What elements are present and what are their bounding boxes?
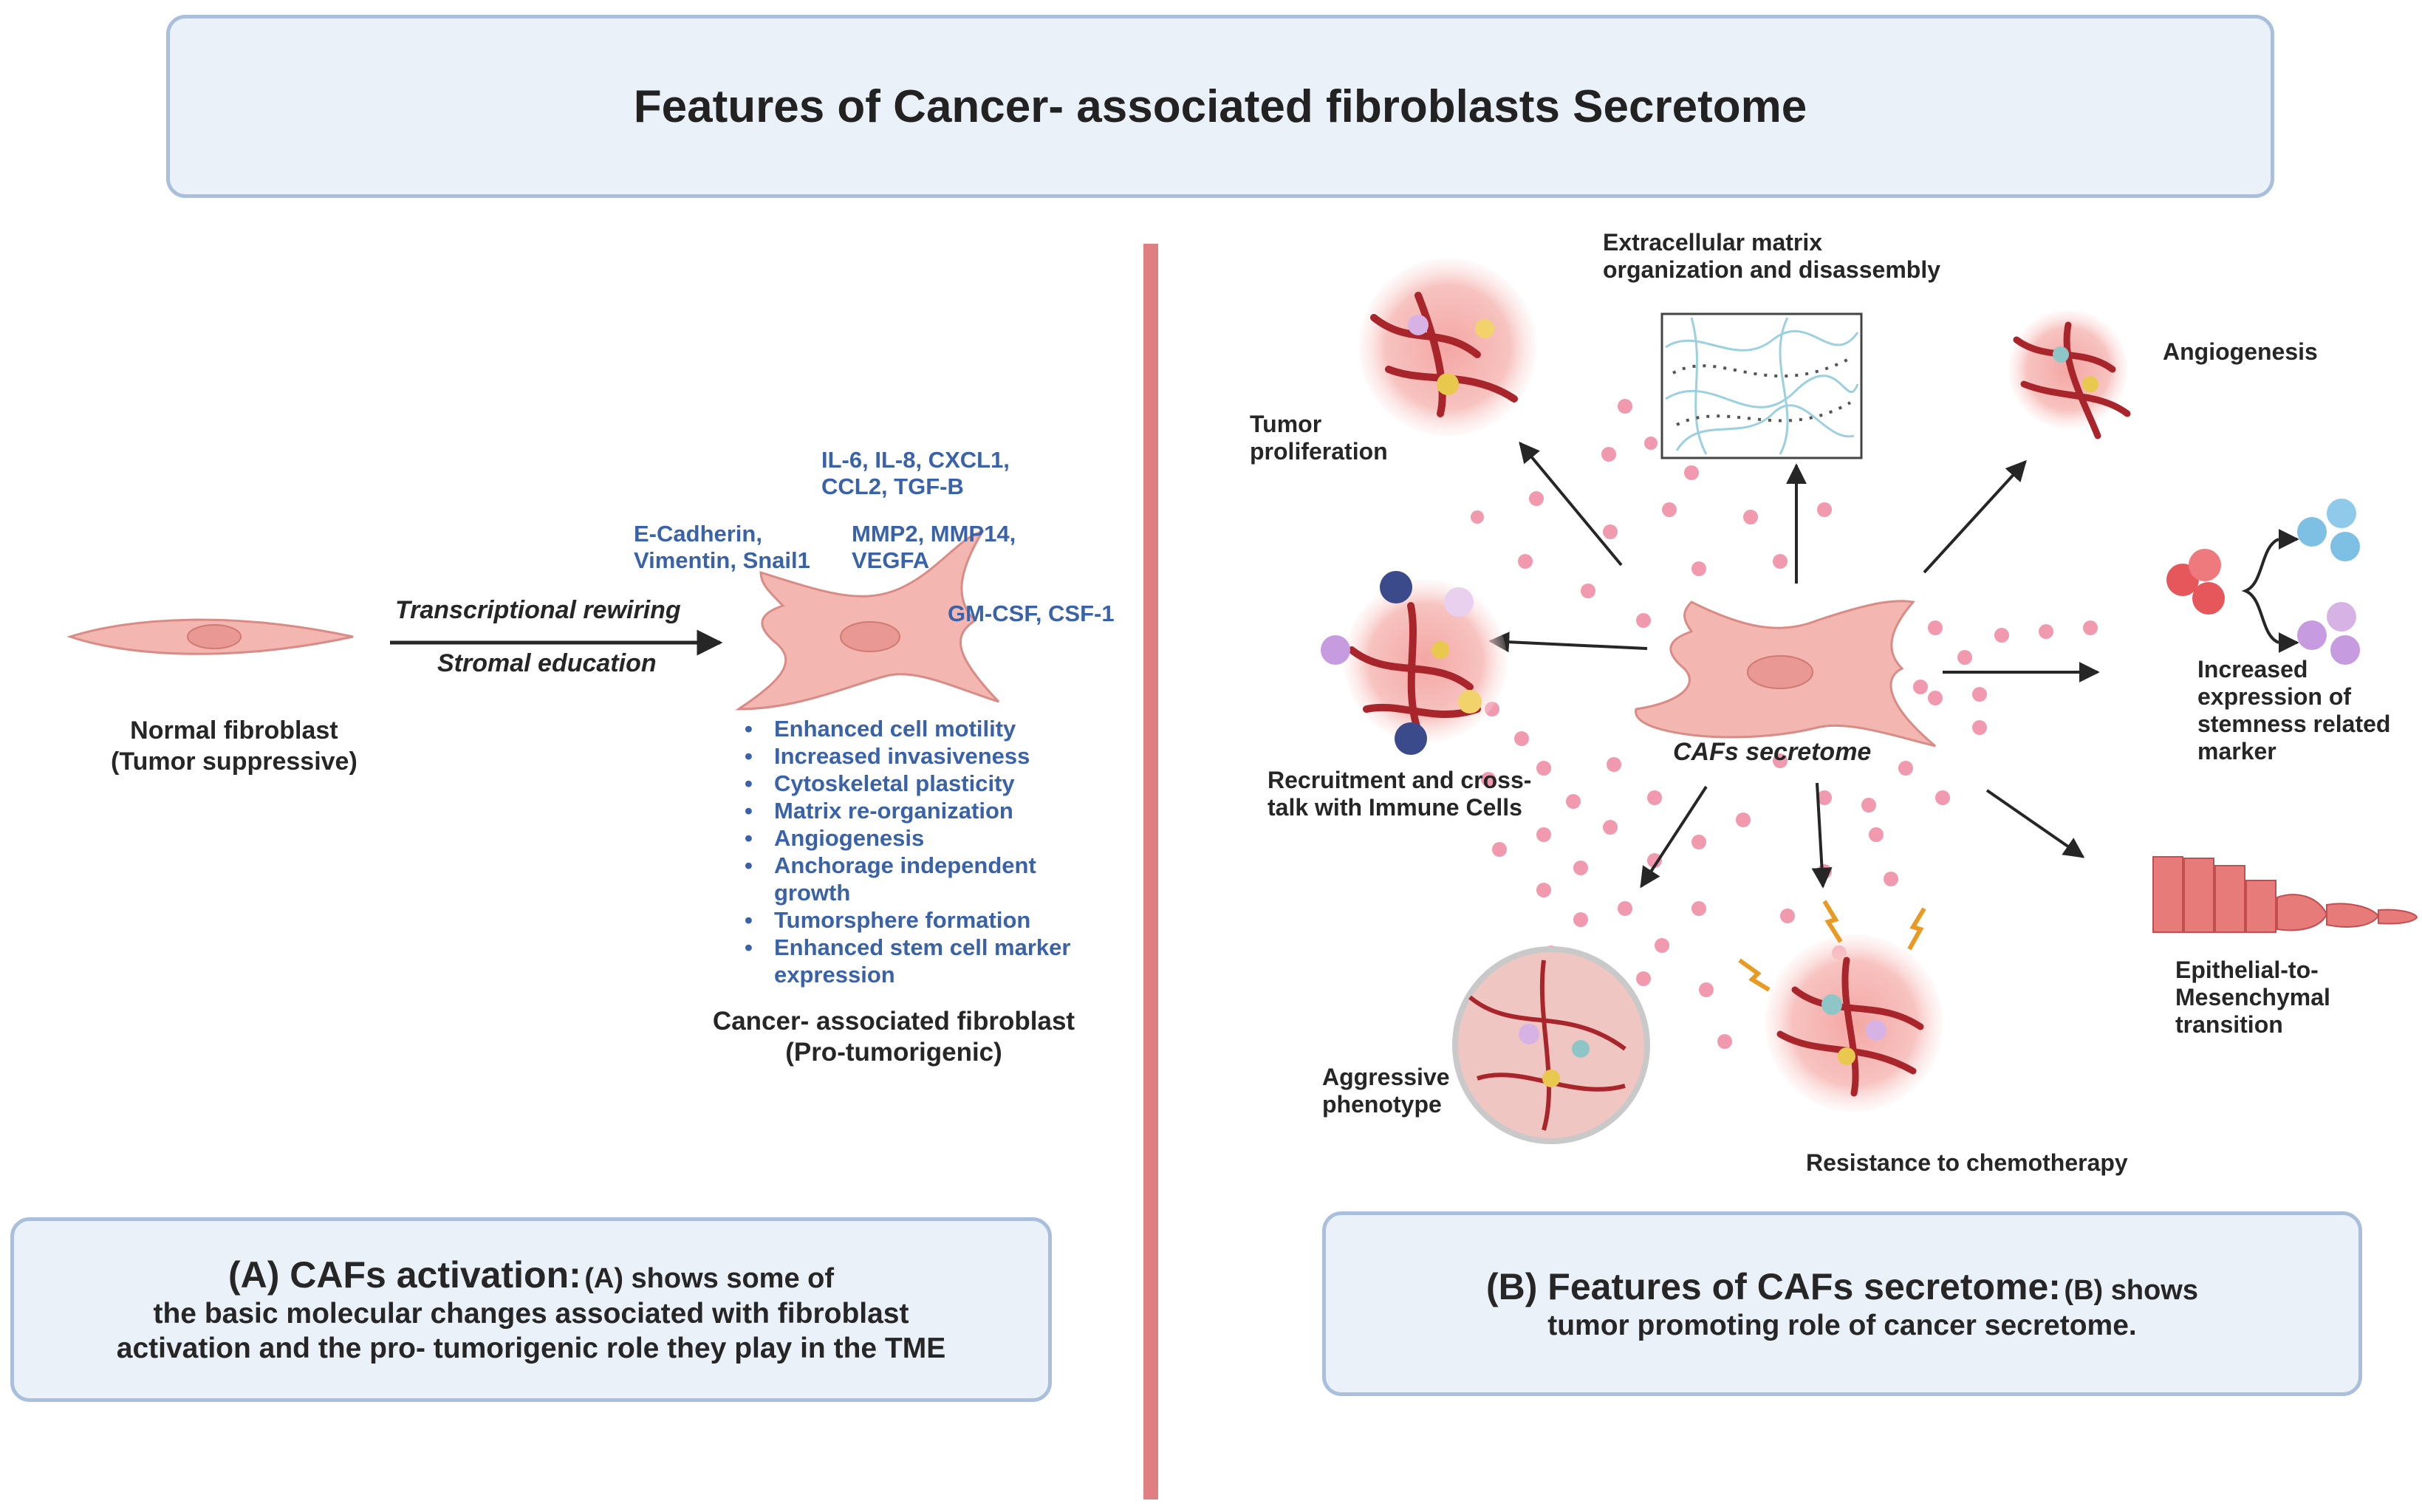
markers-mmp-line2: VEGFA <box>852 547 930 573</box>
markers-cytokines-line2: CCL2, TGF-B <box>821 473 964 499</box>
immune-cells-icon <box>1321 571 1507 755</box>
markers-emt-line1: E-Cadherin, <box>634 521 762 547</box>
normal-fibroblast-icon <box>66 618 354 655</box>
caf-property-list: Enhanced cell motility Increased invasiv… <box>740 715 1188 988</box>
markers-mmp: MMP2, MMP14, VEGFA <box>852 521 1016 574</box>
caf-secretome-cell-icon <box>1635 600 1936 748</box>
caption-a-line2: the basic molecular changes associated w… <box>153 1298 909 1330</box>
caption-b-line2: tumor promoting role of cancer secretome… <box>1547 1309 2137 1341</box>
markers-cytokines-line1: IL-6, IL-8, CXCL1, <box>821 447 1010 473</box>
caf-secretome-label: CAFs secretome <box>1673 738 1872 766</box>
list-item: Enhanced stem cell marker <box>745 934 1188 961</box>
markers-emt: E-Cadherin, Vimentin, Snail1 <box>634 521 810 574</box>
caption-a-title: (A) CAFs activation: <box>228 1254 581 1296</box>
caption-b-line1: (B) Features of CAFs secretome: (B) show… <box>1486 1265 2198 1308</box>
tumor-proliferation-label: Tumor proliferation <box>1250 411 1388 465</box>
caf-label-line1: Cancer- associated fibroblast <box>712 1007 1075 1036</box>
caption-a-line1: (A) CAFs activation: (A) shows some of <box>228 1253 834 1296</box>
emt-cells-icon <box>2152 856 2418 933</box>
caption-b: (B) Features of CAFs secretome: (B) show… <box>1326 1215 2358 1392</box>
list-item: Anchorage independent <box>745 852 1188 879</box>
caf-cell-icon <box>735 530 1000 711</box>
aggressive-label-line1: Aggressive <box>1322 1064 1450 1090</box>
chemo-label: Resistance to chemotherapy <box>1806 1149 2128 1176</box>
tumor-label-line2: proliferation <box>1250 438 1388 465</box>
normal-label-line1: Normal fibroblast <box>130 716 338 745</box>
list-item: Enhanced cell motility <box>745 715 1188 742</box>
title-box: Features of Cancer- associated fibroblas… <box>166 15 2274 198</box>
tumor-proliferation-icon <box>1359 259 1536 436</box>
caption-a-line3: activation and the pro- tumorigenic role… <box>116 1333 946 1364</box>
markers-csf: GM-CSF, CSF-1 <box>948 601 1115 626</box>
stemness-label: Increased expression of stemness related… <box>2197 656 2390 765</box>
aggressive-phenotype-icon <box>1452 946 1650 1144</box>
secretome-particles <box>1471 399 2098 1049</box>
secretome-arrows <box>1488 441 2100 889</box>
stem-label-line1: Increased <box>2197 656 2308 683</box>
markers-cytokines: IL-6, IL-8, CXCL1, CCL2, TGF-B <box>821 447 1010 500</box>
normal-fibroblast-label: Normal fibroblast (Tumor suppressive) <box>111 715 358 777</box>
arrow-label-bottom: Stromal education <box>437 649 657 677</box>
emt-label: Epithelial-to- Mesenchymal transition <box>2175 957 2330 1039</box>
list-item-continued: expression <box>774 962 895 988</box>
immune-label-line1: Recruitment and cross- <box>1268 767 1532 793</box>
immune-label-line2: talk with Immune Cells <box>1268 794 1522 821</box>
list-item: Cytoskeletal plasticity <box>745 770 1188 797</box>
list-item: Angiogenesis <box>745 824 1188 852</box>
caption-a: (A) CAFs activation: (A) shows some of t… <box>14 1221 1048 1398</box>
aggressive-label-line2: phenotype <box>1322 1091 1442 1118</box>
stem-label-line4: marker <box>2197 738 2276 764</box>
caption-box-b: (B) Features of CAFs secretome: (B) show… <box>1322 1211 2362 1396</box>
emt-label-line3: transition <box>2175 1011 2283 1038</box>
list-item: Matrix re-organization <box>745 797 1188 824</box>
markers-mmp-line1: MMP2, MMP14, <box>852 521 1016 547</box>
ecm-label-line1: Extracellular matrix <box>1603 229 1823 256</box>
caf-label-line2: (Pro-tumorigenic) <box>785 1038 1002 1067</box>
angiogenesis-icon <box>2009 310 2131 439</box>
stemness-cells-icon <box>2166 499 2360 665</box>
ecm-label: Extracellular matrix organization and di… <box>1603 229 1940 284</box>
list-item: Tumorsphere formation <box>745 906 1188 934</box>
emt-label-line2: Mesenchymal <box>2175 984 2330 1010</box>
tumor-label-line1: Tumor <box>1250 411 1322 437</box>
aggressive-label: Aggressive phenotype <box>1322 1064 1450 1118</box>
angiogenesis-label: Angiogenesis <box>2163 338 2318 365</box>
chemo-resistance-icon <box>1738 900 1943 1112</box>
arrow-label-top: Transcriptional rewiring <box>395 596 681 624</box>
list-item-continued: growth <box>774 880 851 906</box>
page-title: Features of Cancer- associated fibroblas… <box>633 81 1807 132</box>
stem-label-line2: expression of <box>2197 683 2352 710</box>
ecm-label-line2: organization and disassembly <box>1603 256 1940 283</box>
caption-box-a: (A) CAFs activation: (A) shows some of t… <box>10 1217 1052 1402</box>
immune-label: Recruitment and cross- talk with Immune … <box>1268 767 1531 821</box>
stem-label-line3: stemness related <box>2197 711 2391 737</box>
list-item: Increased invasiveness <box>745 742 1188 770</box>
caption-a-small: (A) shows some of <box>584 1263 835 1294</box>
markers-emt-line2: Vimentin, Snail1 <box>634 547 810 573</box>
normal-label-line2: (Tumor suppressive) <box>111 748 358 776</box>
ecm-network-icon <box>1660 312 1863 459</box>
emt-label-line1: Epithelial-to- <box>2175 957 2319 983</box>
caf-label: Cancer- associated fibroblast (Pro-tumor… <box>694 1006 1093 1068</box>
caption-b-small: (B) shows <box>2064 1274 2198 1306</box>
caption-b-title: (B) Features of CAFs secretome: <box>1486 1265 2061 1307</box>
